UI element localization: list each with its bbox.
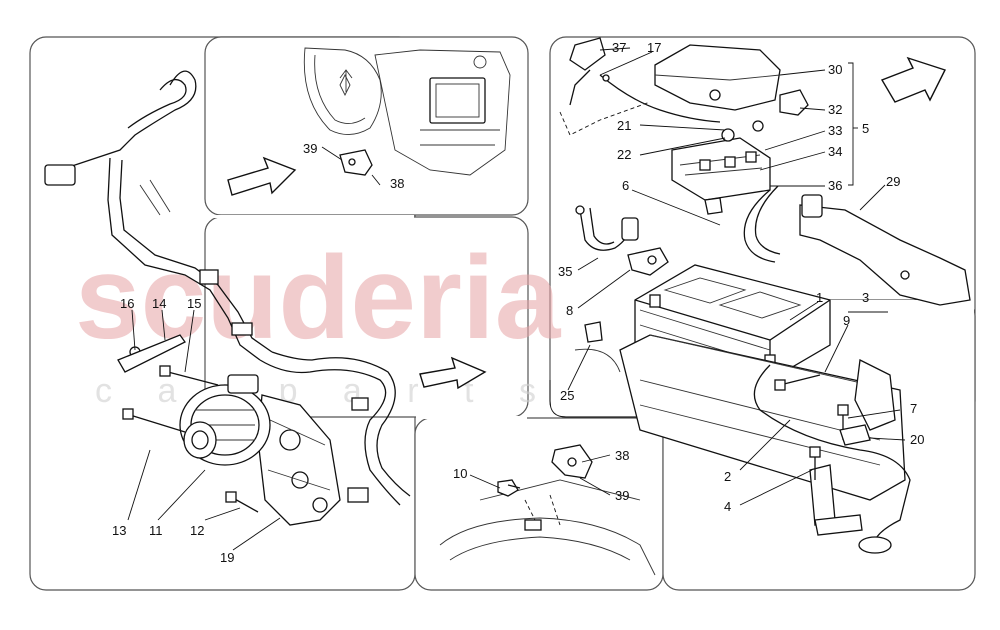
- callout-29: 29: [886, 174, 900, 189]
- callout-21: 21: [617, 118, 631, 133]
- callout-34: 34: [828, 144, 842, 159]
- callout-25: 25: [560, 388, 574, 403]
- callout-14: 14: [152, 296, 166, 311]
- cable-17-37: [559, 37, 721, 136]
- callout-12: 12: [190, 523, 204, 538]
- callout-38-trunk: 38: [615, 448, 629, 463]
- screw-10: [497, 479, 521, 497]
- cable-6: [743, 185, 781, 263]
- callout-22: 22: [617, 147, 631, 162]
- module-39-cabin: [339, 149, 373, 176]
- bolts-right: [574, 321, 871, 480]
- callout-1: 1: [816, 290, 823, 305]
- callout-7: 7: [910, 401, 917, 416]
- callout-38-cabin: 38: [390, 176, 404, 191]
- callout-labels: 16 14 15 13 11 12 19 39 38 10 38 39 37 1…: [112, 40, 924, 565]
- arrow-icon: [880, 56, 946, 103]
- callout-33: 33: [828, 123, 842, 138]
- bracket-4: [809, 464, 863, 536]
- callout-19: 19: [220, 550, 234, 565]
- arrow-icon: [419, 356, 487, 390]
- callout-2: 2: [724, 469, 731, 484]
- callout-36: 36: [828, 178, 842, 193]
- callout-13: 13: [112, 523, 126, 538]
- alternator-11: [179, 374, 271, 466]
- battery-module-30: [654, 44, 809, 116]
- callout-30: 30: [828, 62, 842, 77]
- callout-5: 5: [862, 121, 869, 136]
- terminal-8: [627, 247, 669, 276]
- callout-11: 11: [149, 523, 163, 538]
- callout-15: 15: [187, 296, 201, 311]
- callout-39-trunk: 39: [615, 488, 629, 503]
- callout-17: 17: [647, 40, 661, 55]
- callout-4: 4: [724, 499, 731, 514]
- callout-8: 8: [566, 303, 573, 318]
- callout-10: 10: [453, 466, 467, 481]
- bolts-left: [117, 334, 259, 513]
- watermark-sub: c a r p a r t s: [95, 372, 554, 410]
- alternator-bracket-19: [257, 394, 341, 526]
- callout-37: 37: [612, 40, 626, 55]
- module-39-trunk: [551, 444, 593, 479]
- ground-cable-2: [753, 364, 911, 554]
- callout-35: 35: [558, 264, 572, 279]
- callout-32: 32: [828, 102, 842, 117]
- callout-39-cabin: 39: [303, 141, 317, 156]
- wiring-harness-left: [44, 70, 411, 506]
- fuse-box-5: [671, 120, 771, 215]
- panel-trunk: [414, 417, 664, 591]
- trunk-view: [439, 479, 656, 576]
- callout-20: 20: [910, 432, 924, 447]
- leader-lines: [127, 47, 906, 551]
- callout-6: 6: [622, 178, 629, 193]
- callout-9: 9: [843, 313, 850, 328]
- watermark-brand: scuderia: [75, 232, 562, 364]
- cable-35: [575, 205, 639, 251]
- arrow-icon: [227, 156, 297, 196]
- callout-16: 16: [120, 296, 134, 311]
- cabin-interior-view: [303, 47, 511, 176]
- callout-3: 3: [862, 290, 869, 305]
- trident-logo-icon: [339, 69, 353, 92]
- bracket-29: [799, 194, 971, 306]
